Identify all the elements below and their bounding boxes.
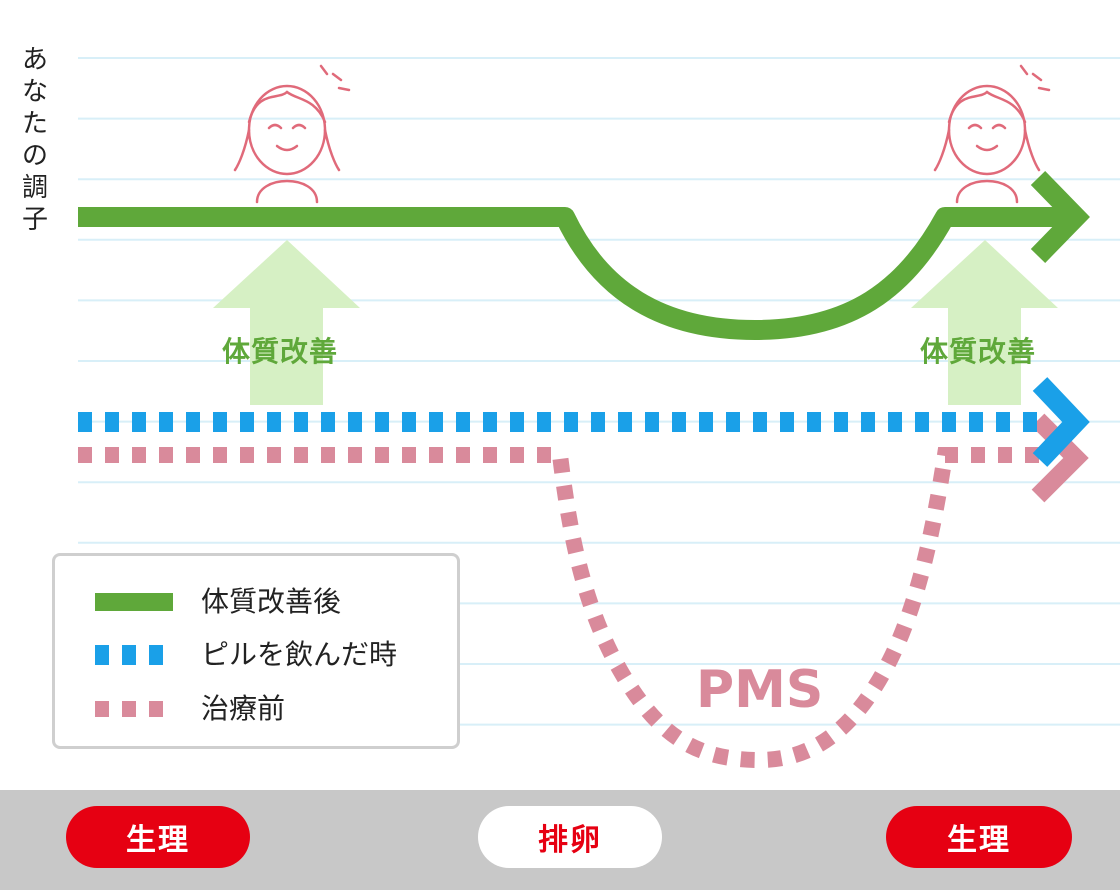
side-title-char: 調 xyxy=(21,173,48,203)
side-title-char: 子 xyxy=(21,205,48,235)
legend: 体質改善後 ピルを飲んだ時 治療前 xyxy=(52,553,460,749)
legend-swatch-solid xyxy=(95,593,173,611)
right-arrow-icon xyxy=(1032,377,1090,467)
legend-label: ピルを飲んだ時 xyxy=(201,638,398,671)
legend-swatch-dotted-pink xyxy=(95,701,173,717)
legend-item-before-treatment: 治療前 xyxy=(95,694,285,724)
side-title: あ な た の 調 子 xyxy=(18,44,52,236)
menstruation-end-badge: 生理 xyxy=(886,806,1072,868)
up-arrow-icon xyxy=(911,240,1058,405)
menstruation-start-badge: 生理 xyxy=(66,806,250,868)
legend-item-after-improvement: 体質改善後 xyxy=(95,587,341,617)
smiling-woman-icon xyxy=(233,64,351,204)
legend-swatch-dotted-blue xyxy=(95,645,173,665)
side-title-char: の xyxy=(21,141,48,171)
side-title-char: た xyxy=(21,109,48,139)
side-title-char: な xyxy=(21,77,48,107)
up-arrow-icon xyxy=(213,240,360,405)
improve-label-left: 体質改善 xyxy=(222,335,339,368)
line-before-treatment xyxy=(78,447,1045,769)
right-arrow-icon xyxy=(1031,413,1089,503)
legend-label: 治療前 xyxy=(201,692,286,725)
right-arrow-icon xyxy=(1030,171,1090,263)
smiling-woman-icon xyxy=(933,64,1051,204)
improve-label-right: 体質改善 xyxy=(920,335,1037,368)
ovulation-badge: 排卵 xyxy=(478,806,662,868)
line-after-improvement xyxy=(78,207,1075,340)
side-title-char: あ xyxy=(21,45,48,75)
pms-label: PMS xyxy=(696,660,824,720)
legend-item-with-pill: ピルを飲んだ時 xyxy=(95,640,397,670)
legend-label: 体質改善後 xyxy=(201,585,342,618)
